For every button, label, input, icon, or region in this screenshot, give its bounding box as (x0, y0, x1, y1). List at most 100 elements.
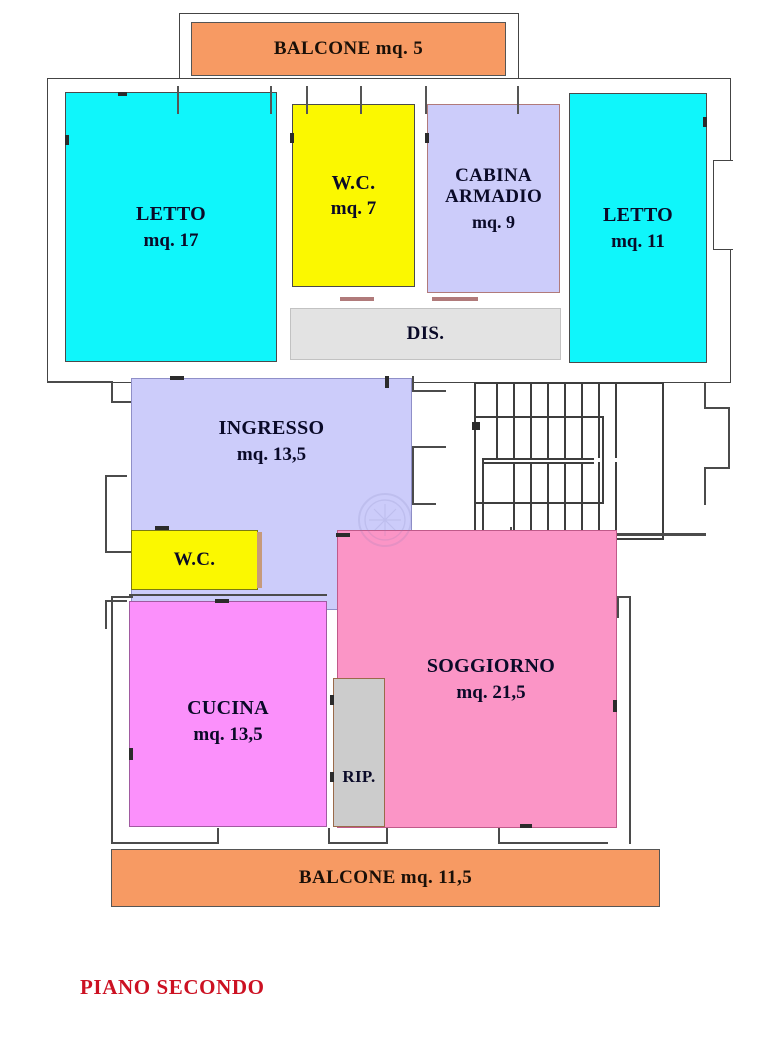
wall-lower-bottom-riser-4 (498, 828, 500, 844)
wall-strip-top-a (177, 86, 179, 114)
stair-riser-l4 (564, 462, 566, 540)
stair-riser-l2 (530, 462, 532, 540)
door-rip-left-2 (330, 772, 334, 782)
door-ingresso-top (170, 376, 184, 380)
stair-riser-l1 (513, 462, 515, 540)
stair-riser-u4 (547, 382, 549, 458)
room-cabina-armadio[interactable]: CABINA ARMADIO mq. 9 (427, 104, 560, 293)
room-ingresso-area: mq. 13,5 (236, 443, 307, 465)
room-letto-2[interactable]: LETTO mq. 11 (569, 93, 707, 363)
door-ingresso-wc2-top (155, 526, 169, 530)
door-letto-2-right (703, 117, 707, 127)
wall-lower-bottom-1 (111, 842, 219, 844)
door-cucina-top (215, 599, 229, 603)
room-cucina-name: CUCINA (187, 697, 269, 720)
wall-stair-right-vert-3 (704, 467, 706, 505)
door-letto-1-top (118, 92, 127, 96)
wall-mid-left-vert-1 (111, 381, 113, 403)
wall-strip-top-d (360, 86, 362, 114)
room-letto-2-area: mq. 11 (611, 230, 665, 252)
room-ripostiglio[interactable]: RIP. (333, 678, 385, 827)
upper-block-right-notch (713, 160, 733, 250)
room-cabina-armadio-name-line2: ARMADIO (444, 186, 543, 208)
stair-outline-left (474, 382, 476, 540)
room-wc-2-name: W.C. (173, 549, 216, 571)
room-cabina-armadio-name-line1: CABINA (455, 165, 532, 187)
wall-strip-top-c (306, 86, 308, 114)
room-wc-1[interactable]: W.C. mq. 7 (292, 104, 415, 287)
balcone-top: BALCONE mq. 5 (191, 22, 506, 76)
stair-mid-rail-2 (482, 462, 594, 464)
room-ingresso-name: INGRESSO (218, 417, 325, 440)
room-cucina[interactable]: CUCINA mq. 13,5 (129, 601, 327, 827)
room-wc-1-area: mq. 7 (330, 198, 377, 220)
stair-riser-u3 (530, 382, 532, 458)
stair-outline-right (662, 382, 664, 540)
stair-riser-l5 (581, 462, 583, 540)
wall-lower-top-strip (129, 594, 327, 596)
door-cucina-left (129, 748, 133, 760)
room-letto-1-name: LETTO (135, 203, 207, 226)
balcone-bottom-label: BALCONE mq. 11,5 (298, 867, 473, 888)
wall-stair-right-vert-2 (728, 407, 730, 469)
wall-mid-right-vert-2 (412, 446, 414, 504)
wall-lower-bottom-riser-1 (217, 828, 219, 844)
room-disimpegno[interactable]: DIS. (290, 308, 561, 360)
wall-mid-left-horiz-5 (105, 600, 127, 602)
stair-landing-right (602, 416, 604, 504)
stair-landing-bottom (474, 502, 604, 504)
stair-riser-u1 (496, 382, 498, 458)
wall-mid-left-horiz-3 (105, 475, 127, 477)
door-soggiorno-bottom (520, 824, 532, 828)
room-disimpegno-name: DIS. (406, 323, 445, 345)
room-soggiorno-name: SOGGIORNO (426, 655, 556, 678)
balcone-top-label: BALCONE mq. 5 (273, 38, 424, 59)
wall-mid-left-horiz-4 (105, 551, 131, 553)
door-wc-1-left (290, 133, 294, 143)
room-letto-1-area: mq. 17 (143, 229, 199, 251)
wall-lower-bottom-riser-3 (386, 828, 388, 844)
stair-outline-top (474, 382, 664, 384)
wall-stair-right-horiz-2 (704, 467, 730, 469)
stair-riser-l7 (615, 462, 617, 540)
door-ingresso-soggiorno (385, 376, 389, 388)
stair-riser-u5 (564, 382, 566, 458)
wall-lower-left-vert (111, 596, 113, 844)
stair-left-block (482, 460, 484, 538)
stair-landing-top (474, 416, 604, 418)
wall-mid-right-horiz-3 (412, 503, 436, 505)
door-letto-1-left (65, 135, 69, 145)
wall-strip-top-b (270, 86, 272, 114)
wall-mid-left-horiz-1 (47, 381, 113, 383)
room-soggiorno-area: mq. 21,5 (456, 681, 526, 703)
room-cabina-armadio-area: mq. 9 (471, 211, 515, 232)
wall-lower-right-vert (629, 596, 631, 844)
wall-lower-bottom-2 (328, 842, 388, 844)
wall-lower-bottom-riser-2 (328, 828, 330, 844)
wall-lower-bottom-3 (498, 842, 608, 844)
wall-mid-right-vert-1 (412, 376, 414, 392)
wall-strip-top-f (517, 86, 519, 114)
stair-riser-u2 (513, 382, 515, 458)
stair-riser-l6 (598, 462, 600, 540)
door-rip-left-1 (330, 695, 334, 705)
room-wc-2[interactable]: W.C. (131, 530, 258, 590)
stair-arrow (472, 422, 480, 430)
staircase (472, 382, 704, 542)
door-soggiorno-right (613, 700, 617, 712)
wall-stair-right-vert-1 (704, 383, 706, 409)
floor-title: PIANO SECONDO (80, 975, 265, 999)
stair-riser-l3 (547, 462, 549, 540)
wall-mid-left-vert-3 (105, 600, 107, 629)
wall-stair-right-horiz-1 (704, 407, 730, 409)
door-wc-2-right (257, 532, 262, 588)
wall-mid-right-horiz-1 (412, 390, 446, 392)
room-letto-1[interactable]: LETTO mq. 17 (65, 92, 277, 362)
balcone-bottom: BALCONE mq. 11,5 (111, 849, 660, 907)
room-ripostiglio-name: RIP. (342, 766, 376, 786)
room-letto-2-name: LETTO (602, 204, 674, 227)
door-cabina-left (425, 133, 429, 143)
door-dis-to-wc (340, 297, 374, 301)
stair-riser-u6 (581, 382, 583, 458)
